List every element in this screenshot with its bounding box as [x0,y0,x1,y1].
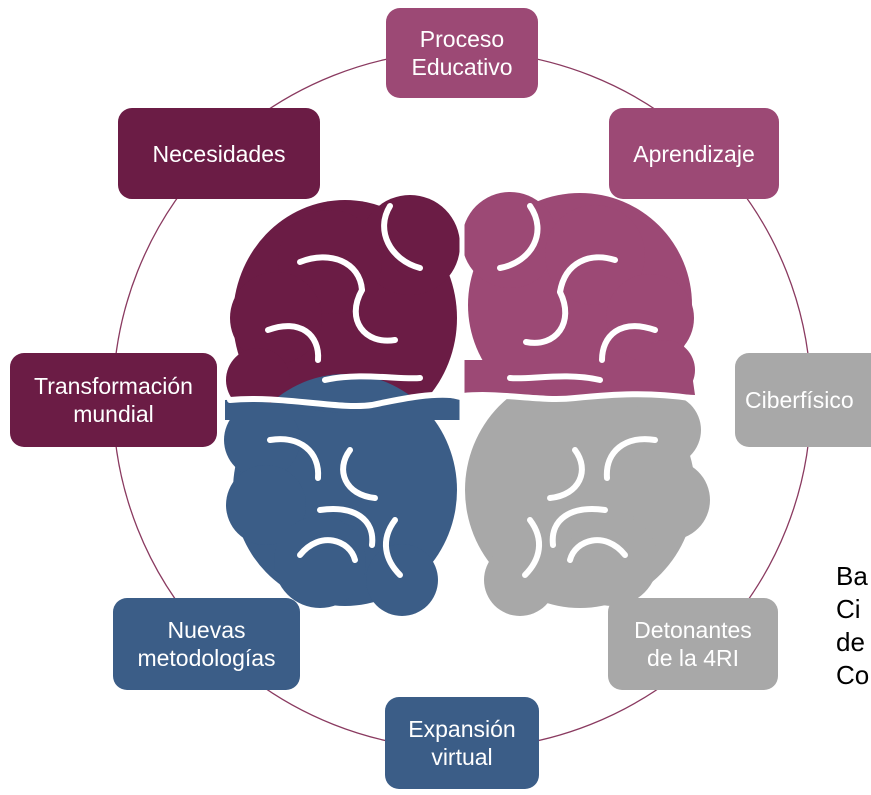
node-necesidades: Necesidades [118,108,320,199]
node-transformacion-mundial: Transformación mundial [10,353,217,447]
node-ciberfisico: Ciberfísico [735,353,871,447]
node-detonantes-4ri: Detonantes de la 4RI [608,598,778,690]
node-expansion-virtual: Expansión virtual [385,697,539,789]
node-nuevas-metodologias: Nuevas metodologías [113,598,300,690]
node-proceso-educativo: Proceso Educativo [386,8,538,98]
side-caption: Ba Ci de Co [836,561,870,690]
node-aprendizaje: Aprendizaje [609,108,779,199]
